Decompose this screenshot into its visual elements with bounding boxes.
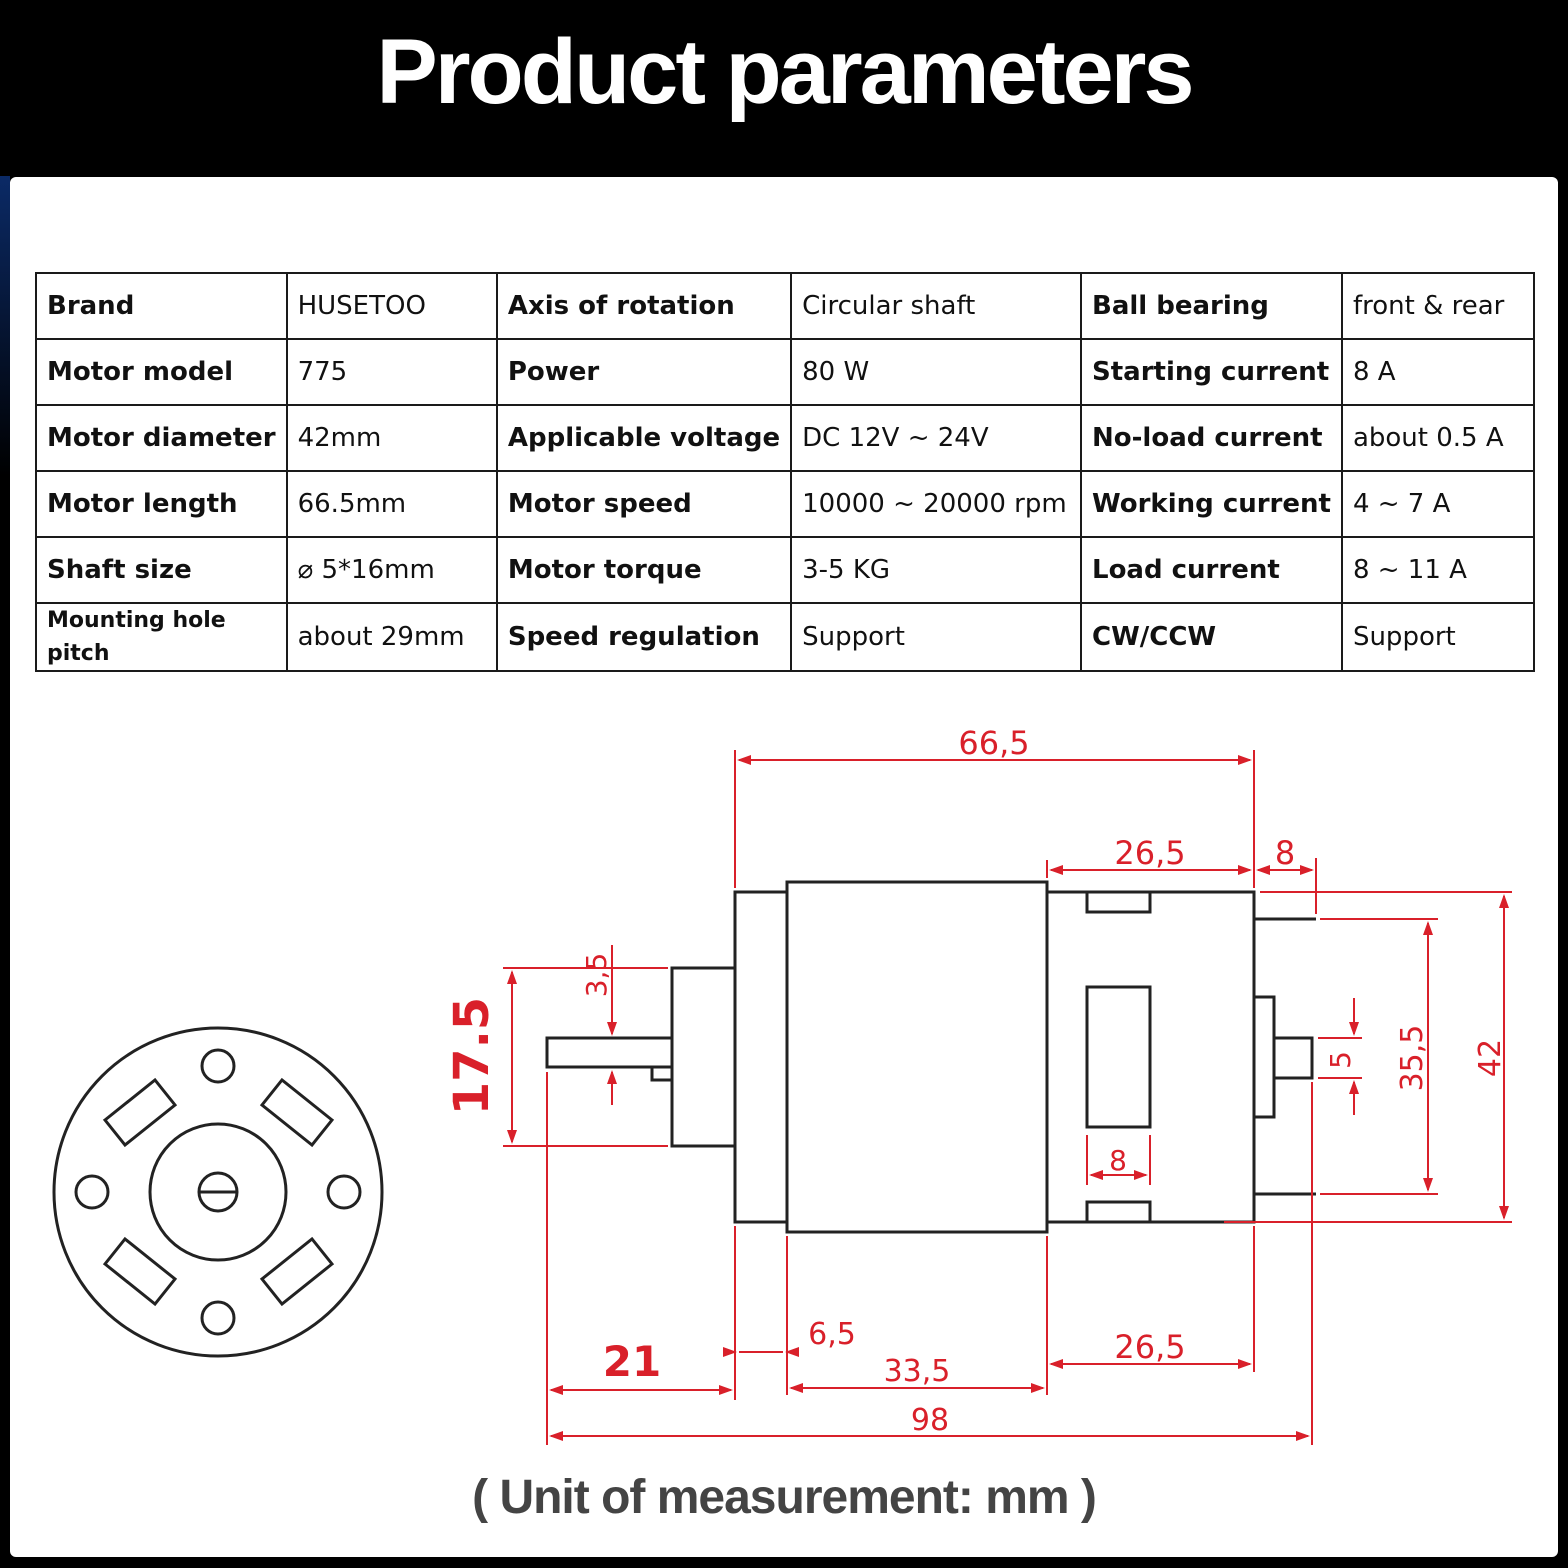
- spec-value: about 0.5 A: [1340, 404, 1536, 472]
- spec-label: Load current: [1080, 536, 1343, 604]
- spec-value: 4 ~ 7 A: [1340, 470, 1536, 538]
- spec-label: Starting current: [1080, 338, 1343, 406]
- dim-diameter: 42: [1473, 1039, 1508, 1077]
- spec-label: Applicable voltage: [495, 404, 793, 472]
- spec-value: 66.5mm: [285, 470, 498, 538]
- spec-value: 8 A: [1340, 338, 1536, 406]
- spec-label: Axis of rotation: [495, 272, 793, 340]
- spec-label: Motor model: [35, 338, 288, 406]
- dim-overall-body: 66,5: [958, 724, 1029, 762]
- spec-value: 42mm: [285, 404, 498, 472]
- spec-label: Brand: [35, 272, 288, 340]
- side-view: [545, 880, 1316, 1234]
- spec-label: Mounting hole pitch: [35, 602, 288, 672]
- dim-middle-section: 33,5: [884, 1354, 951, 1389]
- dim-terminal-span: 35,5: [1395, 1025, 1430, 1092]
- dim-window-width: 8: [1109, 1144, 1127, 1177]
- spec-label: Speed regulation: [495, 602, 793, 672]
- spec-value: Support: [1340, 602, 1536, 672]
- spec-value: 80 W: [790, 338, 1082, 406]
- spec-label: Motor length: [35, 470, 288, 538]
- end-view: [52, 1026, 384, 1358]
- dim-rear-section: 26,5: [1114, 834, 1185, 872]
- spec-value: Circular shaft: [790, 272, 1082, 340]
- dim-shaft-length: 21: [603, 1337, 661, 1386]
- page-title: Product parameters: [376, 21, 1194, 123]
- spec-label: Motor speed: [495, 470, 793, 538]
- motor-drawing: 66,5 26,5 8 3,5 17.5 5 35,5 42 8 21 6,5 …: [52, 724, 1512, 1445]
- spec-label: Motor diameter: [35, 404, 288, 472]
- spec-label: Motor torque: [495, 536, 793, 604]
- dim-rear-bottom: 26,5: [1114, 1328, 1185, 1366]
- spec-value: Support: [790, 602, 1082, 672]
- spec-label: Power: [495, 338, 793, 406]
- dimension-lines: [503, 750, 1512, 1445]
- spec-value: 10000 ~ 20000 rpm: [790, 470, 1082, 538]
- unit-note: ( Unit of measurement: mm ): [472, 1471, 1097, 1524]
- dim-front-cap: 6,5: [808, 1317, 856, 1352]
- dim-terminal: 8: [1275, 834, 1295, 872]
- dimension-arrows: [507, 755, 1509, 1441]
- spec-label: Ball bearing: [1080, 272, 1343, 340]
- spec-value: HUSETOO: [285, 272, 498, 340]
- dim-front-step: 3,5: [580, 953, 613, 998]
- dim-rear-boss: 5: [1324, 1051, 1357, 1069]
- spec-value: 3-5 KG: [790, 536, 1082, 604]
- edge-glow: [0, 176, 10, 476]
- dim-shaft-height: 17.5: [444, 997, 500, 1115]
- spec-label: CW/CCW: [1080, 602, 1343, 672]
- dim-total-length: 98: [911, 1403, 949, 1438]
- spec-value: 775: [285, 338, 498, 406]
- spec-value: 8 ~ 11 A: [1340, 536, 1536, 604]
- spec-label: No-load current: [1080, 404, 1343, 472]
- spec-value: front & rear: [1340, 272, 1536, 340]
- spec-value: about 29mm: [285, 602, 498, 672]
- header-bar: Product parameters: [0, 0, 1568, 176]
- spec-value: ⌀ 5*16mm: [285, 536, 498, 604]
- spec-label: Shaft size: [35, 536, 288, 604]
- spec-value: DC 12V ~ 24V: [790, 404, 1082, 472]
- spec-label: Working current: [1080, 470, 1343, 538]
